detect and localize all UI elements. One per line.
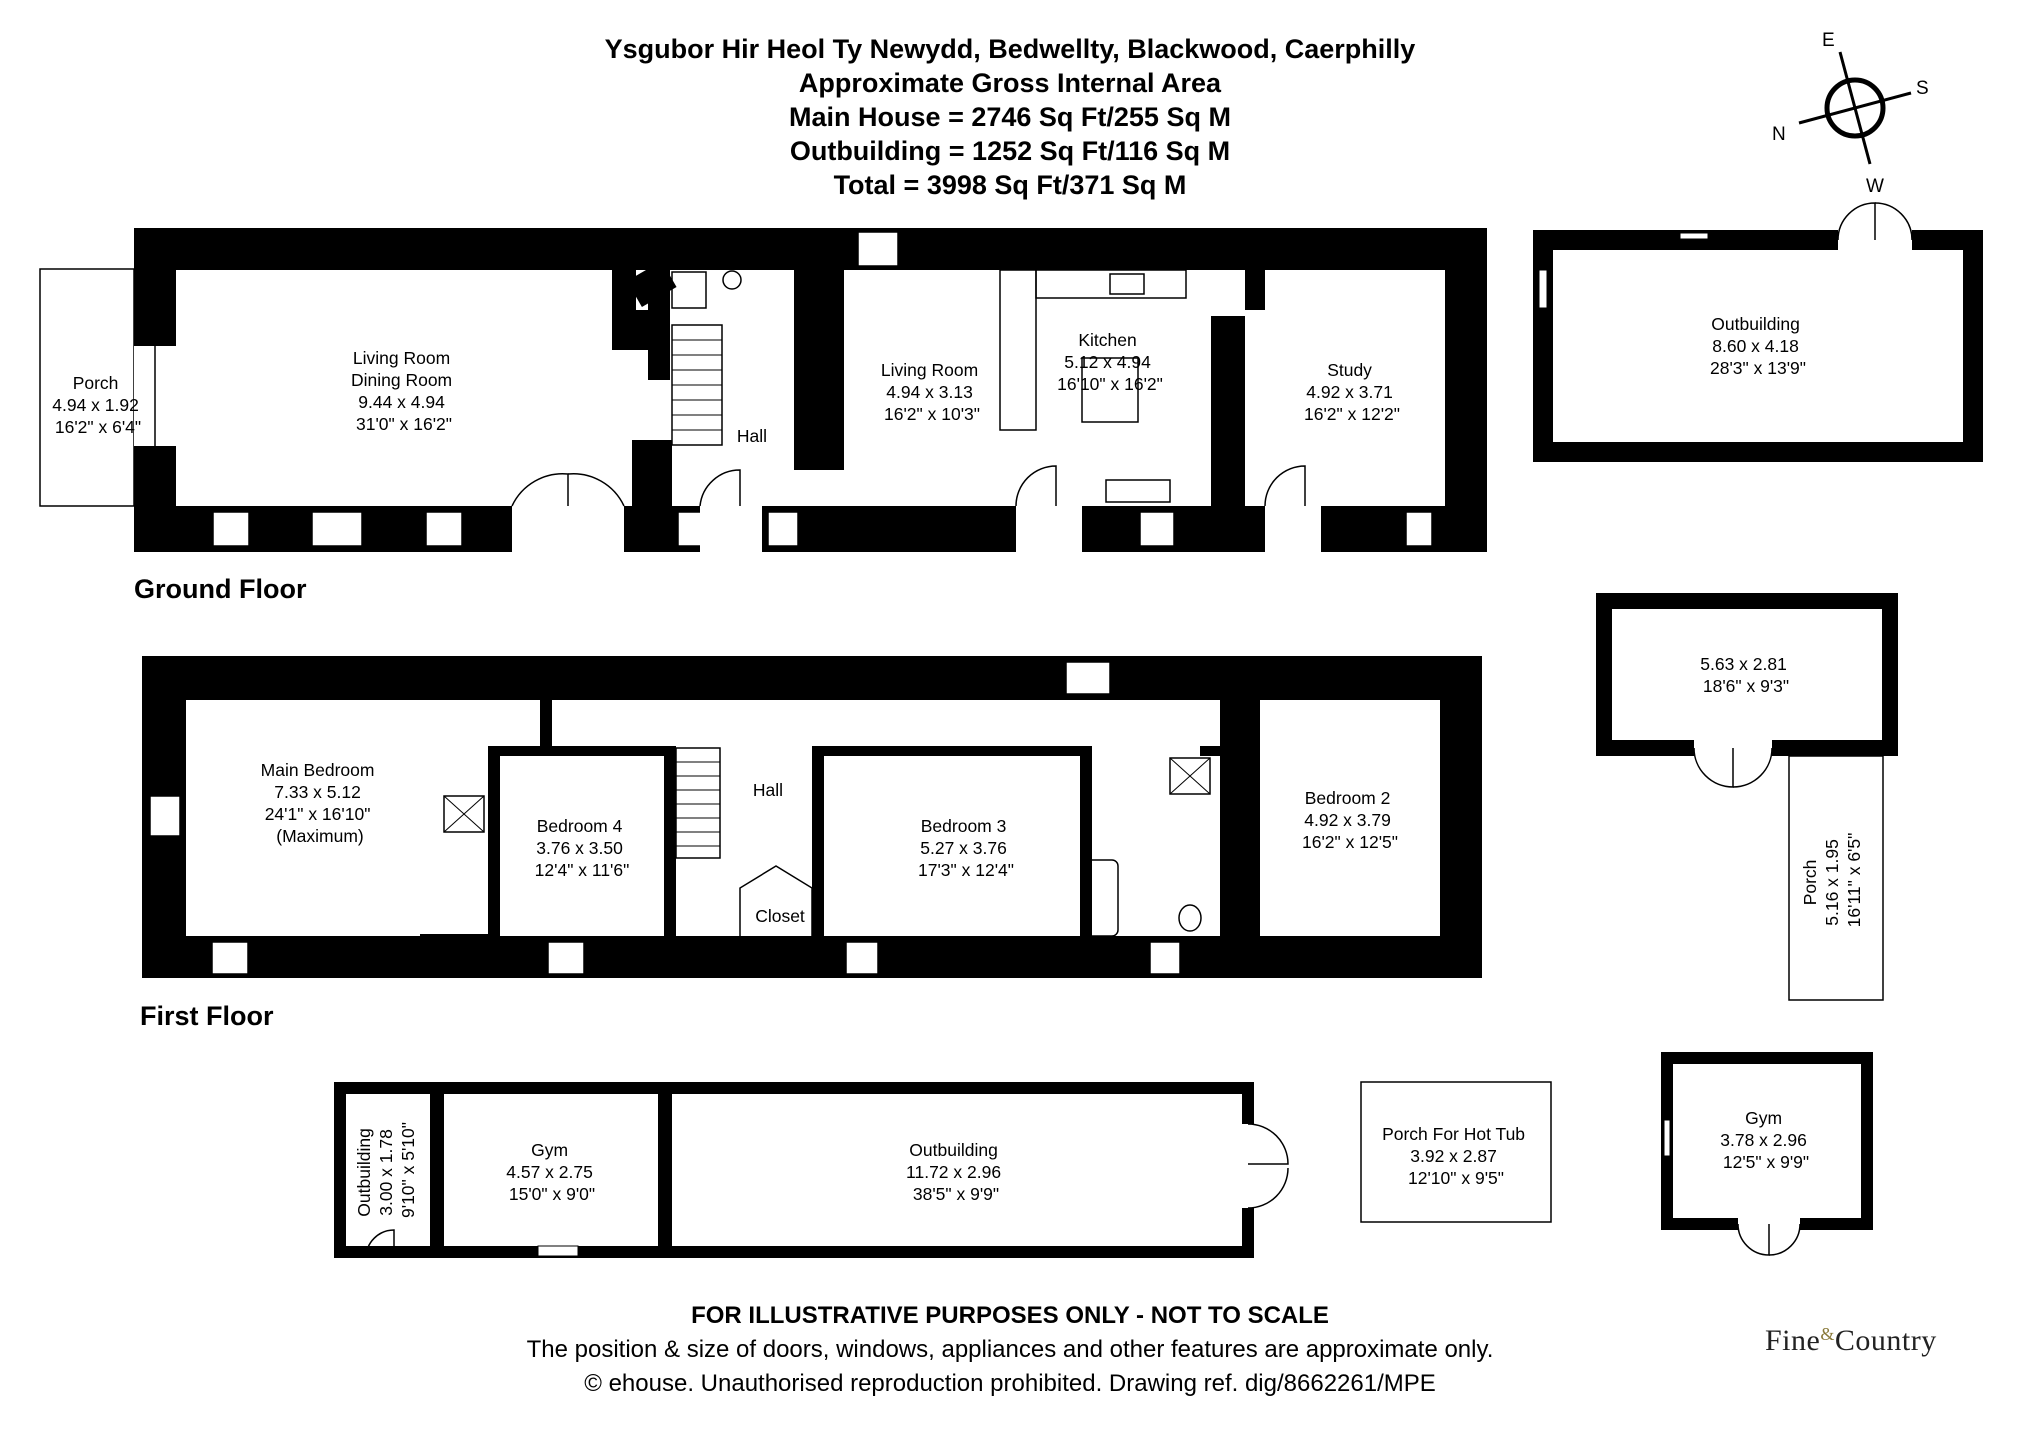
living-room2-label: Living Room 4.94 x 3.13 16'2" x 10'3" — [881, 360, 983, 424]
first-floor-plan — [142, 656, 1482, 978]
ground-floor-label: Ground Floor — [134, 574, 307, 604]
approximation-note: The position & size of doors, windows, a… — [526, 1336, 1494, 1363]
kitchen-label: Kitchen 5.12 x 4.94 16'10" x 16'2" — [1057, 330, 1163, 394]
main-house-area: Main House = 2746 Sq Ft/255 Sq M — [789, 102, 1231, 132]
outbuilding-small-label: Outbuilding 3.00 x 1.78 9'10" x 5'10" — [354, 1122, 418, 1218]
stairs-ff — [675, 747, 721, 859]
gym1-label: Gym 4.57 x 2.75 15'0" x 9'0" — [506, 1140, 597, 1204]
outbuilding-top-plan — [1533, 202, 1983, 462]
fine-country-logo: Fine&Country — [1765, 1324, 1937, 1358]
outbuilding-area: Outbuilding = 1252 Sq Ft/116 Sq M — [789, 136, 1231, 166]
porch-vertical-label: Porch 5.16 x 1.95 16'11" x 6'5" — [1800, 833, 1864, 928]
compass-n: N — [1772, 124, 1786, 145]
study-label: Study 4.92 x 3.71 16'2" x 12'2" — [1304, 360, 1400, 424]
closet-label: Closet — [755, 906, 805, 926]
area-title: Approximate Gross Internal Area — [798, 68, 1222, 98]
gym2-label: Gym 3.78 x 2.96 12'5" x 9'9" — [1720, 1108, 1811, 1172]
outbuilding-long-label: Outbuilding 11.72 x 2.96 38'5" x 9'9" — [906, 1140, 1006, 1204]
bedroom2-label: Bedroom 2 4.92 x 3.79 16'2" x 12'5" — [1302, 788, 1398, 852]
first-floor-label: First Floor — [140, 1001, 274, 1031]
outbuilding-bottom-plan — [334, 1052, 1873, 1259]
porch-hot-tub-label: Porch For Hot Tub 3.92 x 2.87 12'10" x 9… — [1382, 1124, 1530, 1188]
bedroom3-label: Bedroom 3 5.27 x 3.76 17'3" x 12'4" — [918, 816, 1014, 880]
total-area: Total = 3998 Sq Ft/371 Sq M — [833, 170, 1187, 200]
logo-amp: & — [1820, 1324, 1835, 1344]
logo-left-text: Fine — [1765, 1324, 1821, 1357]
compass-icon: E S N W — [1772, 30, 1929, 197]
bedroom4-label: Bedroom 4 3.76 x 3.50 12'4" x 11'6" — [535, 816, 630, 880]
living-dining-label: Living Room Dining Room 9.44 x 4.94 31'0… — [351, 348, 457, 434]
outbuilding-top-label: Outbuilding 8.60 x 4.18 28'3" x 13'9" — [1710, 314, 1806, 378]
compass-e: E — [1822, 30, 1835, 51]
compass-s: S — [1916, 78, 1929, 99]
copyright-note: © ehouse. Unauthorised reproduction proh… — [584, 1370, 1436, 1397]
compass-w: W — [1866, 176, 1884, 197]
outbuilding-mid-label: 5.63 x 2.81 18'6" x 9'3" — [1700, 654, 1791, 696]
outbuilding-mid-plan — [1596, 593, 1898, 1001]
logo-right-text: Country — [1834, 1324, 1937, 1357]
hall-gf-label: Hall — [737, 426, 767, 446]
ground-floor-plan — [39, 228, 1487, 552]
disclaimer: FOR ILLUSTRATIVE PURPOSES ONLY - NOT TO … — [691, 1302, 1329, 1329]
porch-gf-label: Porch 4.94 x 1.92 16'2" x 6'4" — [52, 373, 143, 437]
main-bedroom-label: Main Bedroom 7.33 x 5.12 24'1" x 16'10" … — [261, 760, 380, 846]
hall-ff-label: Hall — [753, 780, 783, 800]
property-address: Ysgubor Hir Heol Ty Newydd, Bedwellty, B… — [604, 34, 1416, 64]
